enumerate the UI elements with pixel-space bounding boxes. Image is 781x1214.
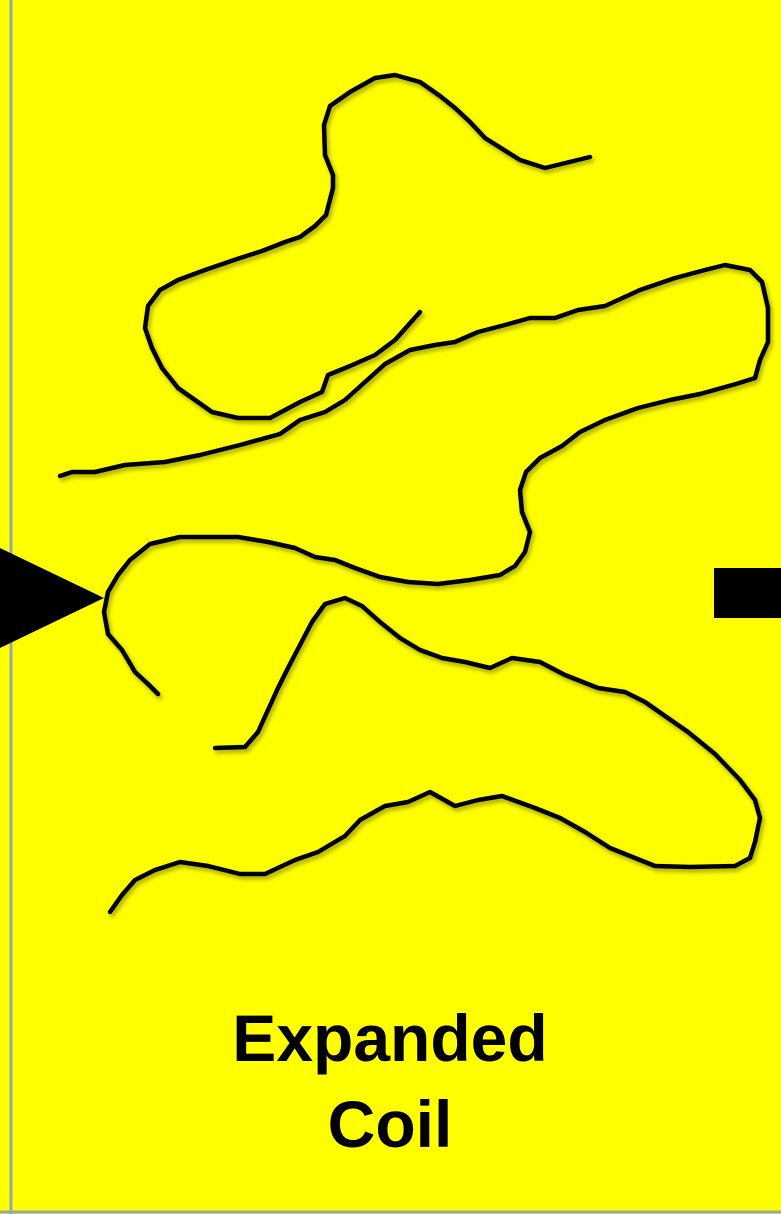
outgoing-arrow-icon	[714, 568, 781, 618]
caption-line-coil: Coil	[140, 1086, 640, 1162]
caption-line-expanded: Expanded	[140, 1000, 640, 1076]
